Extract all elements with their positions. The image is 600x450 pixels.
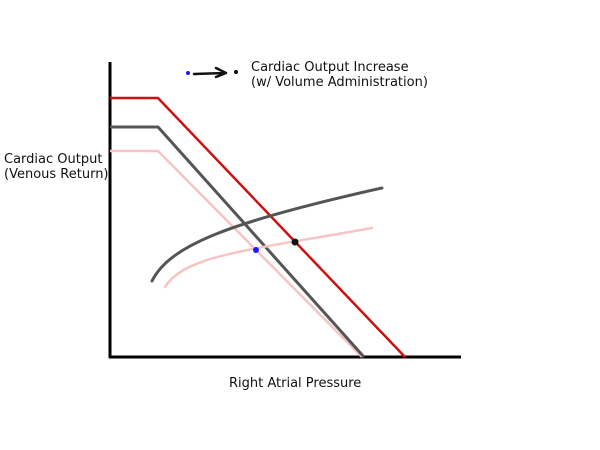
legend-point-initial	[186, 71, 190, 75]
legend-subtitle: (w/ Volume Administration)	[251, 75, 428, 90]
cardiac-function-curve-dark	[150, 186, 384, 283]
legend-point-final	[234, 70, 238, 74]
cardiac-function-curve-light	[163, 226, 374, 289]
y-axis-label: Cardiac Output	[4, 152, 103, 167]
venous-return-curve-low	[110, 149, 363, 358]
y-axis-sublabel: (Venous Return)	[4, 167, 109, 182]
legend-arrow-icon	[192, 66, 228, 79]
equilibrium-point-initial	[253, 247, 259, 253]
venous-return-curve-high	[110, 96, 406, 358]
venous-return-curve-mid	[110, 125, 366, 359]
x-axis-label: Right Atrial Pressure	[229, 376, 362, 391]
equilibrium-point-final	[291, 238, 299, 246]
legend-title: Cardiac Output Increase	[251, 60, 409, 75]
